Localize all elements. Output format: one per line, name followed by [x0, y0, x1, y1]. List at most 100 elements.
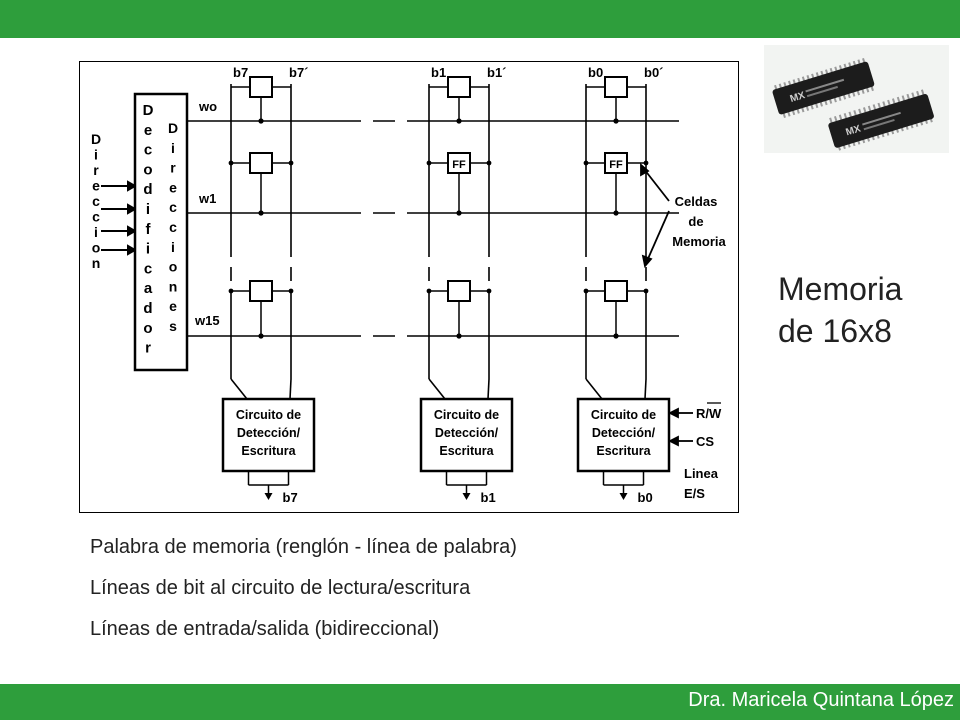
top-accent-bar [0, 0, 960, 38]
sense-write-circuit [221, 397, 316, 473]
address-label-char: c [92, 209, 100, 225]
bit-label-1: b7´ [289, 65, 309, 80]
chip-pin [791, 109, 796, 116]
io-arrow-head [462, 493, 471, 500]
chip-pin [858, 108, 862, 114]
directions-label-char: s [169, 318, 177, 334]
junction-dot [456, 210, 462, 216]
decoder-label-char: D [143, 102, 154, 119]
chip-pin [842, 94, 847, 100]
memory-cell [228, 152, 294, 216]
junction-dot [486, 160, 492, 166]
chip-pin [861, 88, 865, 94]
chip-pin [814, 102, 819, 109]
directions-label-char: c [169, 199, 177, 215]
chip-pin [852, 91, 856, 97]
chip-pin [829, 117, 833, 123]
sense-circuit-text: Circuito de [434, 408, 499, 422]
chip-pin [838, 114, 843, 120]
junction-dot [258, 210, 264, 216]
flip-flop [447, 76, 471, 98]
memory-cell [429, 76, 489, 124]
chip-pin [810, 104, 814, 110]
chip-pin [906, 93, 910, 100]
memory-cell: FF [426, 152, 492, 216]
word-line-label-2: w15 [194, 313, 220, 328]
memory-cell [231, 76, 291, 124]
chip-pin [824, 99, 828, 106]
chip-pin [865, 87, 870, 93]
chip-pin [796, 108, 800, 114]
chip-pin [896, 96, 901, 103]
directions-label-char: i [171, 239, 175, 255]
chip-pin [877, 102, 881, 109]
junction-dot [288, 160, 294, 166]
chip-pin [805, 105, 810, 111]
address-label-char: i [94, 147, 98, 163]
sense-write-circuit [419, 397, 514, 473]
address-label-char: r [93, 162, 99, 178]
io-label-line-1: Linea [684, 466, 719, 481]
decoder-label-char: r [145, 340, 151, 357]
junction-dot [258, 333, 264, 339]
decoder-label-char: d [143, 181, 152, 198]
address-label-char: D [91, 131, 101, 147]
chip-pin [911, 92, 915, 98]
chip-pin [838, 95, 842, 102]
chip-pin [834, 116, 838, 122]
cs-signal-label: CS [696, 434, 714, 449]
decoder-label-char: d [143, 300, 152, 317]
slide-title: Memoria de 16x8 [778, 268, 902, 352]
sense-circuit-text: Escritura [439, 444, 494, 458]
rw-signal-label: R/W [696, 406, 722, 421]
junction-dot [426, 288, 432, 294]
chip-brand-1: MX [789, 90, 807, 105]
bit-label-5: b0´ [644, 65, 664, 80]
chip-pin [853, 110, 857, 116]
chip-pin [882, 101, 886, 107]
bit-line-join [289, 378, 292, 400]
bullet-item-1: Palabra de memoria (renglón - línea de p… [90, 536, 517, 558]
cells-label-line-1: Celdas [675, 194, 718, 209]
flip-flop-label: FF [609, 159, 623, 171]
io-label-line-2: E/S [684, 486, 705, 501]
decoder-label-char: c [144, 260, 152, 277]
junction-dot [583, 160, 589, 166]
address-label-char: o [92, 240, 101, 256]
chip-pin [891, 98, 896, 104]
junction-dot [613, 333, 619, 339]
chip-pin [843, 113, 848, 119]
chip-pin [787, 111, 791, 117]
junction-dot [456, 333, 462, 339]
chip-brand-2: MX [845, 123, 863, 138]
chip-pin [870, 85, 874, 92]
io-arrow-head [619, 493, 628, 500]
output-label-0: b7 [283, 490, 298, 505]
decoder-label-char: f [146, 221, 152, 238]
junction-dot [426, 160, 432, 166]
junction-dot [613, 210, 619, 216]
chip-pin [848, 111, 852, 117]
flip-flop [249, 76, 273, 98]
output-label-2: b0 [638, 490, 653, 505]
chip-pin [920, 89, 925, 95]
title-line-1: Memoria [778, 271, 903, 307]
junction-dot [583, 288, 589, 294]
chip-pin [916, 90, 920, 97]
memory-cell [426, 280, 492, 339]
sense-circuit-text: Escritura [241, 444, 296, 458]
decoder-label-char: i [146, 241, 150, 258]
address-label-char: c [92, 193, 100, 209]
chip-pin [856, 89, 861, 96]
directions-label-char: c [169, 219, 177, 235]
decoder-label-char: i [146, 201, 150, 218]
flip-flop [447, 280, 471, 302]
chip-pin [819, 101, 823, 107]
junction-dot [228, 160, 234, 166]
junction-dot [613, 118, 619, 124]
